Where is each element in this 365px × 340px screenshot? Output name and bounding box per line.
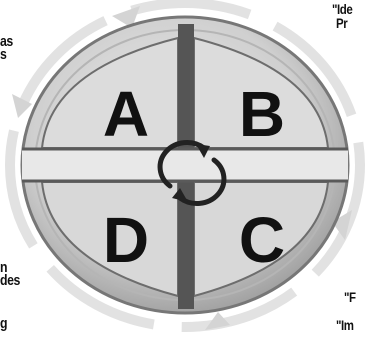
quadrant-b-letter: B	[239, 78, 285, 150]
quadrant-d-letter: D	[103, 204, 149, 276]
right-bottom-fragment-1: "F	[344, 290, 356, 304]
horizontal-band	[22, 148, 348, 182]
right-top-fragment-2: Pr	[336, 16, 347, 30]
right-top-fragment-1: "Ide	[332, 2, 352, 16]
left-bottom-fragment-3: g	[0, 318, 7, 330]
quadrant-a-letter: A	[103, 78, 149, 150]
left-bottom-fragment-2: des	[0, 275, 20, 287]
right-bottom-fragment-2: "Im	[336, 318, 354, 332]
left-top-fragment-2: s	[0, 49, 6, 61]
quadrant-c-letter: C	[239, 204, 285, 276]
